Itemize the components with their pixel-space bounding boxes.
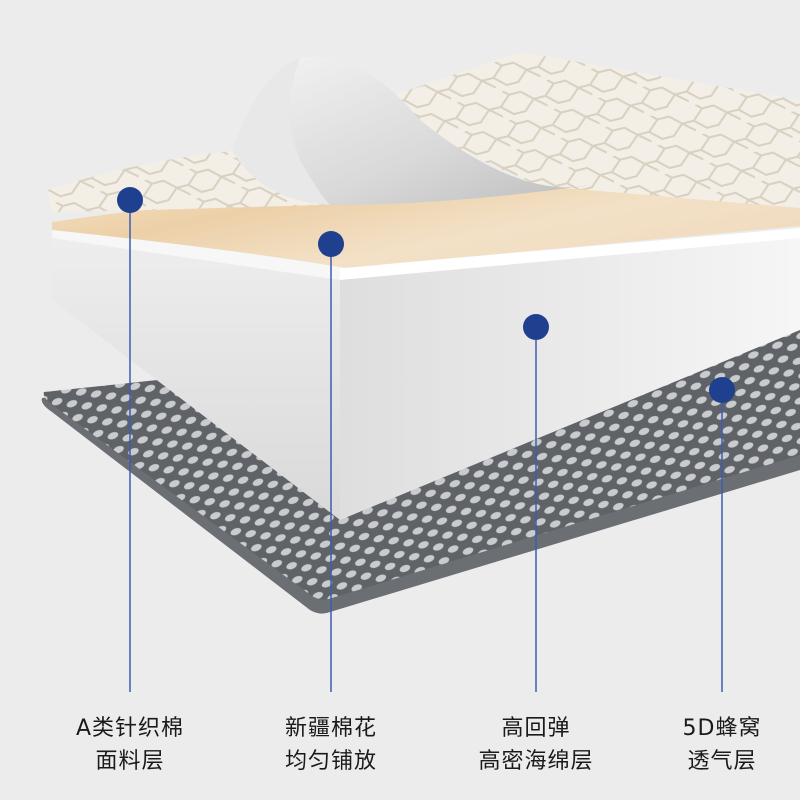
label-honeycomb-line2: 透气层 bbox=[687, 749, 757, 774]
label-fabric-line2: 面料层 bbox=[95, 749, 165, 774]
callout-3 bbox=[523, 314, 549, 692]
label-honeycomb-line1: 5D蜂窝 bbox=[682, 716, 762, 741]
foam-layer bbox=[52, 226, 800, 520]
label-foam-line2: 高密海绵层 bbox=[478, 749, 594, 774]
label-cotton-line1: 新疆棉花 bbox=[284, 716, 377, 741]
label-cotton-line2: 均匀铺放 bbox=[284, 749, 377, 774]
label-honeycomb-layer: 5D蜂窝 透气层 bbox=[637, 712, 800, 778]
fabric-layer bbox=[48, 52, 800, 212]
label-fabric-layer: A类针织棉 面料层 bbox=[45, 712, 215, 778]
callout-1 bbox=[117, 187, 143, 692]
callout-4 bbox=[709, 377, 735, 692]
callout-2 bbox=[318, 231, 344, 692]
label-fabric-line1: A类针织棉 bbox=[75, 716, 185, 741]
label-cotton-layer: 新疆棉花 均匀铺放 bbox=[246, 712, 416, 778]
label-foam-layer: 高回弹 高密海绵层 bbox=[451, 712, 621, 778]
label-foam-line1: 高回弹 bbox=[501, 716, 571, 741]
